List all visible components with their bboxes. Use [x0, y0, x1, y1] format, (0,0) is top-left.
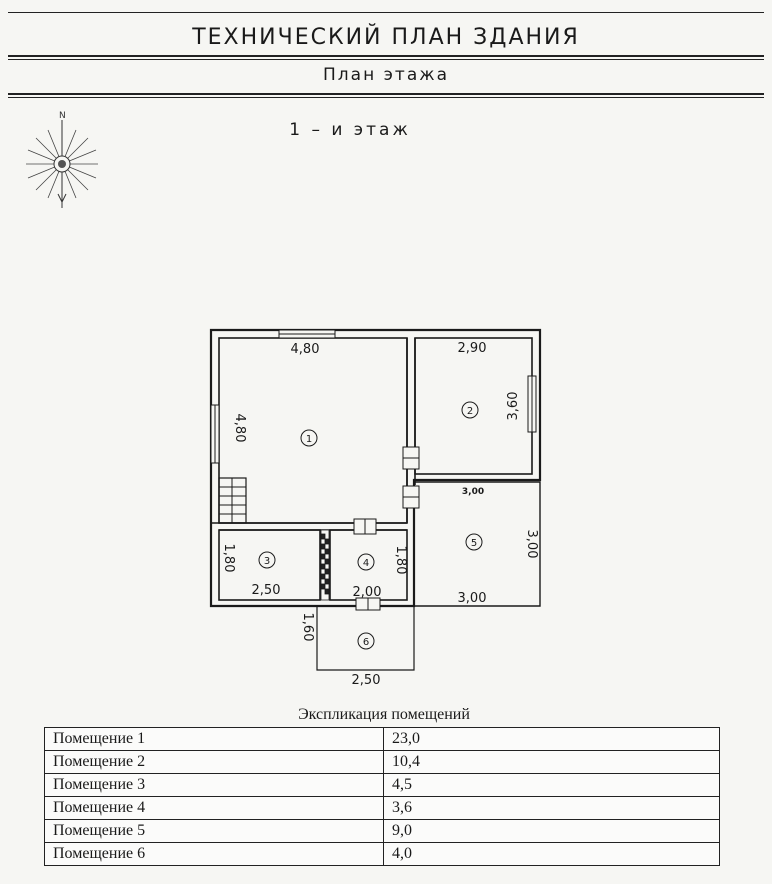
- dim-room3-height: 1,80: [221, 544, 236, 573]
- doors: [353, 446, 420, 611]
- room-6-marker: [357, 632, 375, 650]
- room-2-number: 2: [467, 406, 473, 417]
- dim-room5-bottom: 3,00: [458, 591, 487, 606]
- dim-room1-width: 4,80: [291, 342, 320, 357]
- dim-room5-top: 3,00: [462, 487, 484, 497]
- floor-plan: 1 2 3 4 5 6 4,80 4,80 2,90 3,60 3,00 3,0…: [209, 328, 542, 688]
- windows: [210, 329, 537, 464]
- table-row: Помещение 5 9,0: [44, 819, 720, 843]
- room-3-marker: [258, 551, 276, 569]
- header-rule-top: [8, 12, 764, 13]
- partition-wall: [320, 529, 330, 601]
- table-row: Помещение 4 3,6: [44, 796, 720, 820]
- compass-north-label: N: [59, 111, 66, 121]
- room-1-marker: [300, 429, 318, 447]
- explication-title: Экспликация помещений: [298, 706, 470, 723]
- dim-room4-width: 2,00: [353, 585, 382, 600]
- room-area: 4,0: [383, 842, 720, 866]
- table-row: Помещение 3 4,5: [44, 773, 720, 797]
- header-rule-2: [8, 59, 764, 60]
- room-area: 3,6: [383, 796, 720, 820]
- room5-walls: [414, 481, 541, 607]
- dim-room6-width: 2,50: [352, 673, 381, 688]
- dim-room3-width: 2,50: [252, 583, 281, 598]
- header-rule-4: [8, 97, 764, 98]
- room-2-marker: [461, 401, 479, 419]
- room-name: Помещение 4: [44, 796, 384, 820]
- dim-room2-height: 3,60: [506, 392, 521, 421]
- compass-rose-icon: N: [26, 111, 98, 208]
- room-4-number: 4: [363, 558, 369, 569]
- dim-room1-height: 4,80: [232, 414, 247, 443]
- room-name: Помещение 6: [44, 842, 384, 866]
- room-name: Помещение 1: [44, 727, 384, 751]
- room-5-number: 5: [471, 538, 477, 549]
- room-name: Помещение 3: [44, 773, 384, 797]
- room-4-marker: [357, 553, 375, 571]
- explication-table: Помещение 1 23,0 Помещение 2 10,4 Помеще…: [44, 727, 720, 866]
- room-area: 4,5: [383, 773, 720, 797]
- header-rule-1: [8, 55, 764, 57]
- room-1-number: 1: [306, 434, 312, 445]
- document-title: ТЕХНИЧЕСКИЙ ПЛАН ЗДАНИЯ: [192, 25, 580, 50]
- table-row: Помещение 2 10,4: [44, 750, 720, 774]
- floor-label: 1 – и этаж: [289, 120, 411, 140]
- dim-room2-width: 2,90: [458, 341, 487, 356]
- room6-walls: [316, 606, 415, 671]
- room-area: 9,0: [383, 819, 720, 843]
- table-row: Помещение 1 23,0: [44, 727, 720, 751]
- room-area: 10,4: [383, 750, 720, 774]
- room-area: 23,0: [383, 727, 720, 751]
- document-subtitle: План этажа: [323, 65, 449, 85]
- room-name: Помещение 2: [44, 750, 384, 774]
- room-5-marker: [465, 533, 483, 551]
- room-3-number: 3: [264, 556, 270, 567]
- room-6-number: 6: [363, 637, 369, 648]
- dim-room5-side: 3,00: [524, 530, 539, 559]
- outer-wall-main: [209, 328, 542, 608]
- room-name: Помещение 5: [44, 819, 384, 843]
- dim-room6-height: 1,60: [300, 613, 315, 642]
- dim-room4-height: 1,80: [393, 546, 408, 575]
- header-rule-3: [8, 93, 764, 95]
- table-row: Помещение 6 4,0: [44, 842, 720, 866]
